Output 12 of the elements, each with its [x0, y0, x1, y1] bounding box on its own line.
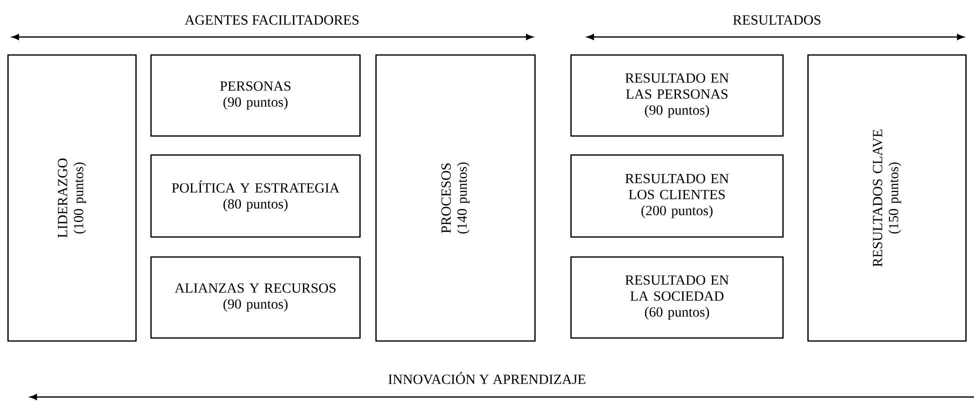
criterion-box: POLÍTICA Y ESTRATEGIA (80 puntos): [150, 154, 361, 238]
criterion-box: LIDERAZGO (100 puntos): [7, 54, 137, 342]
criterion-box: PROCESOS (140 puntos): [375, 54, 536, 342]
criterion-box: RESULTADO EN LA SOCIEDAD (60 puntos): [570, 256, 784, 339]
criterion-box: RESULTADO EN LAS PERSONAS (90 puntos): [570, 54, 784, 137]
section-heading: AGENTES FACILITADORES: [184, 15, 359, 25]
criterion-box: ALIANZAS Y RECURSOS (90 puntos): [150, 256, 361, 339]
criterion-box: PERSONAS (90 puntos): [150, 54, 361, 137]
criterion-box: RESULTADO EN LOS CLIENTES (200 puntos): [570, 154, 784, 238]
criterion-box: RESULTADOS CLAVE (150 puntos): [807, 54, 967, 342]
section-heading: INNOVACIÓN Y APRENDIZAJE: [388, 372, 586, 384]
section-heading: RESULTADOS: [733, 15, 820, 25]
